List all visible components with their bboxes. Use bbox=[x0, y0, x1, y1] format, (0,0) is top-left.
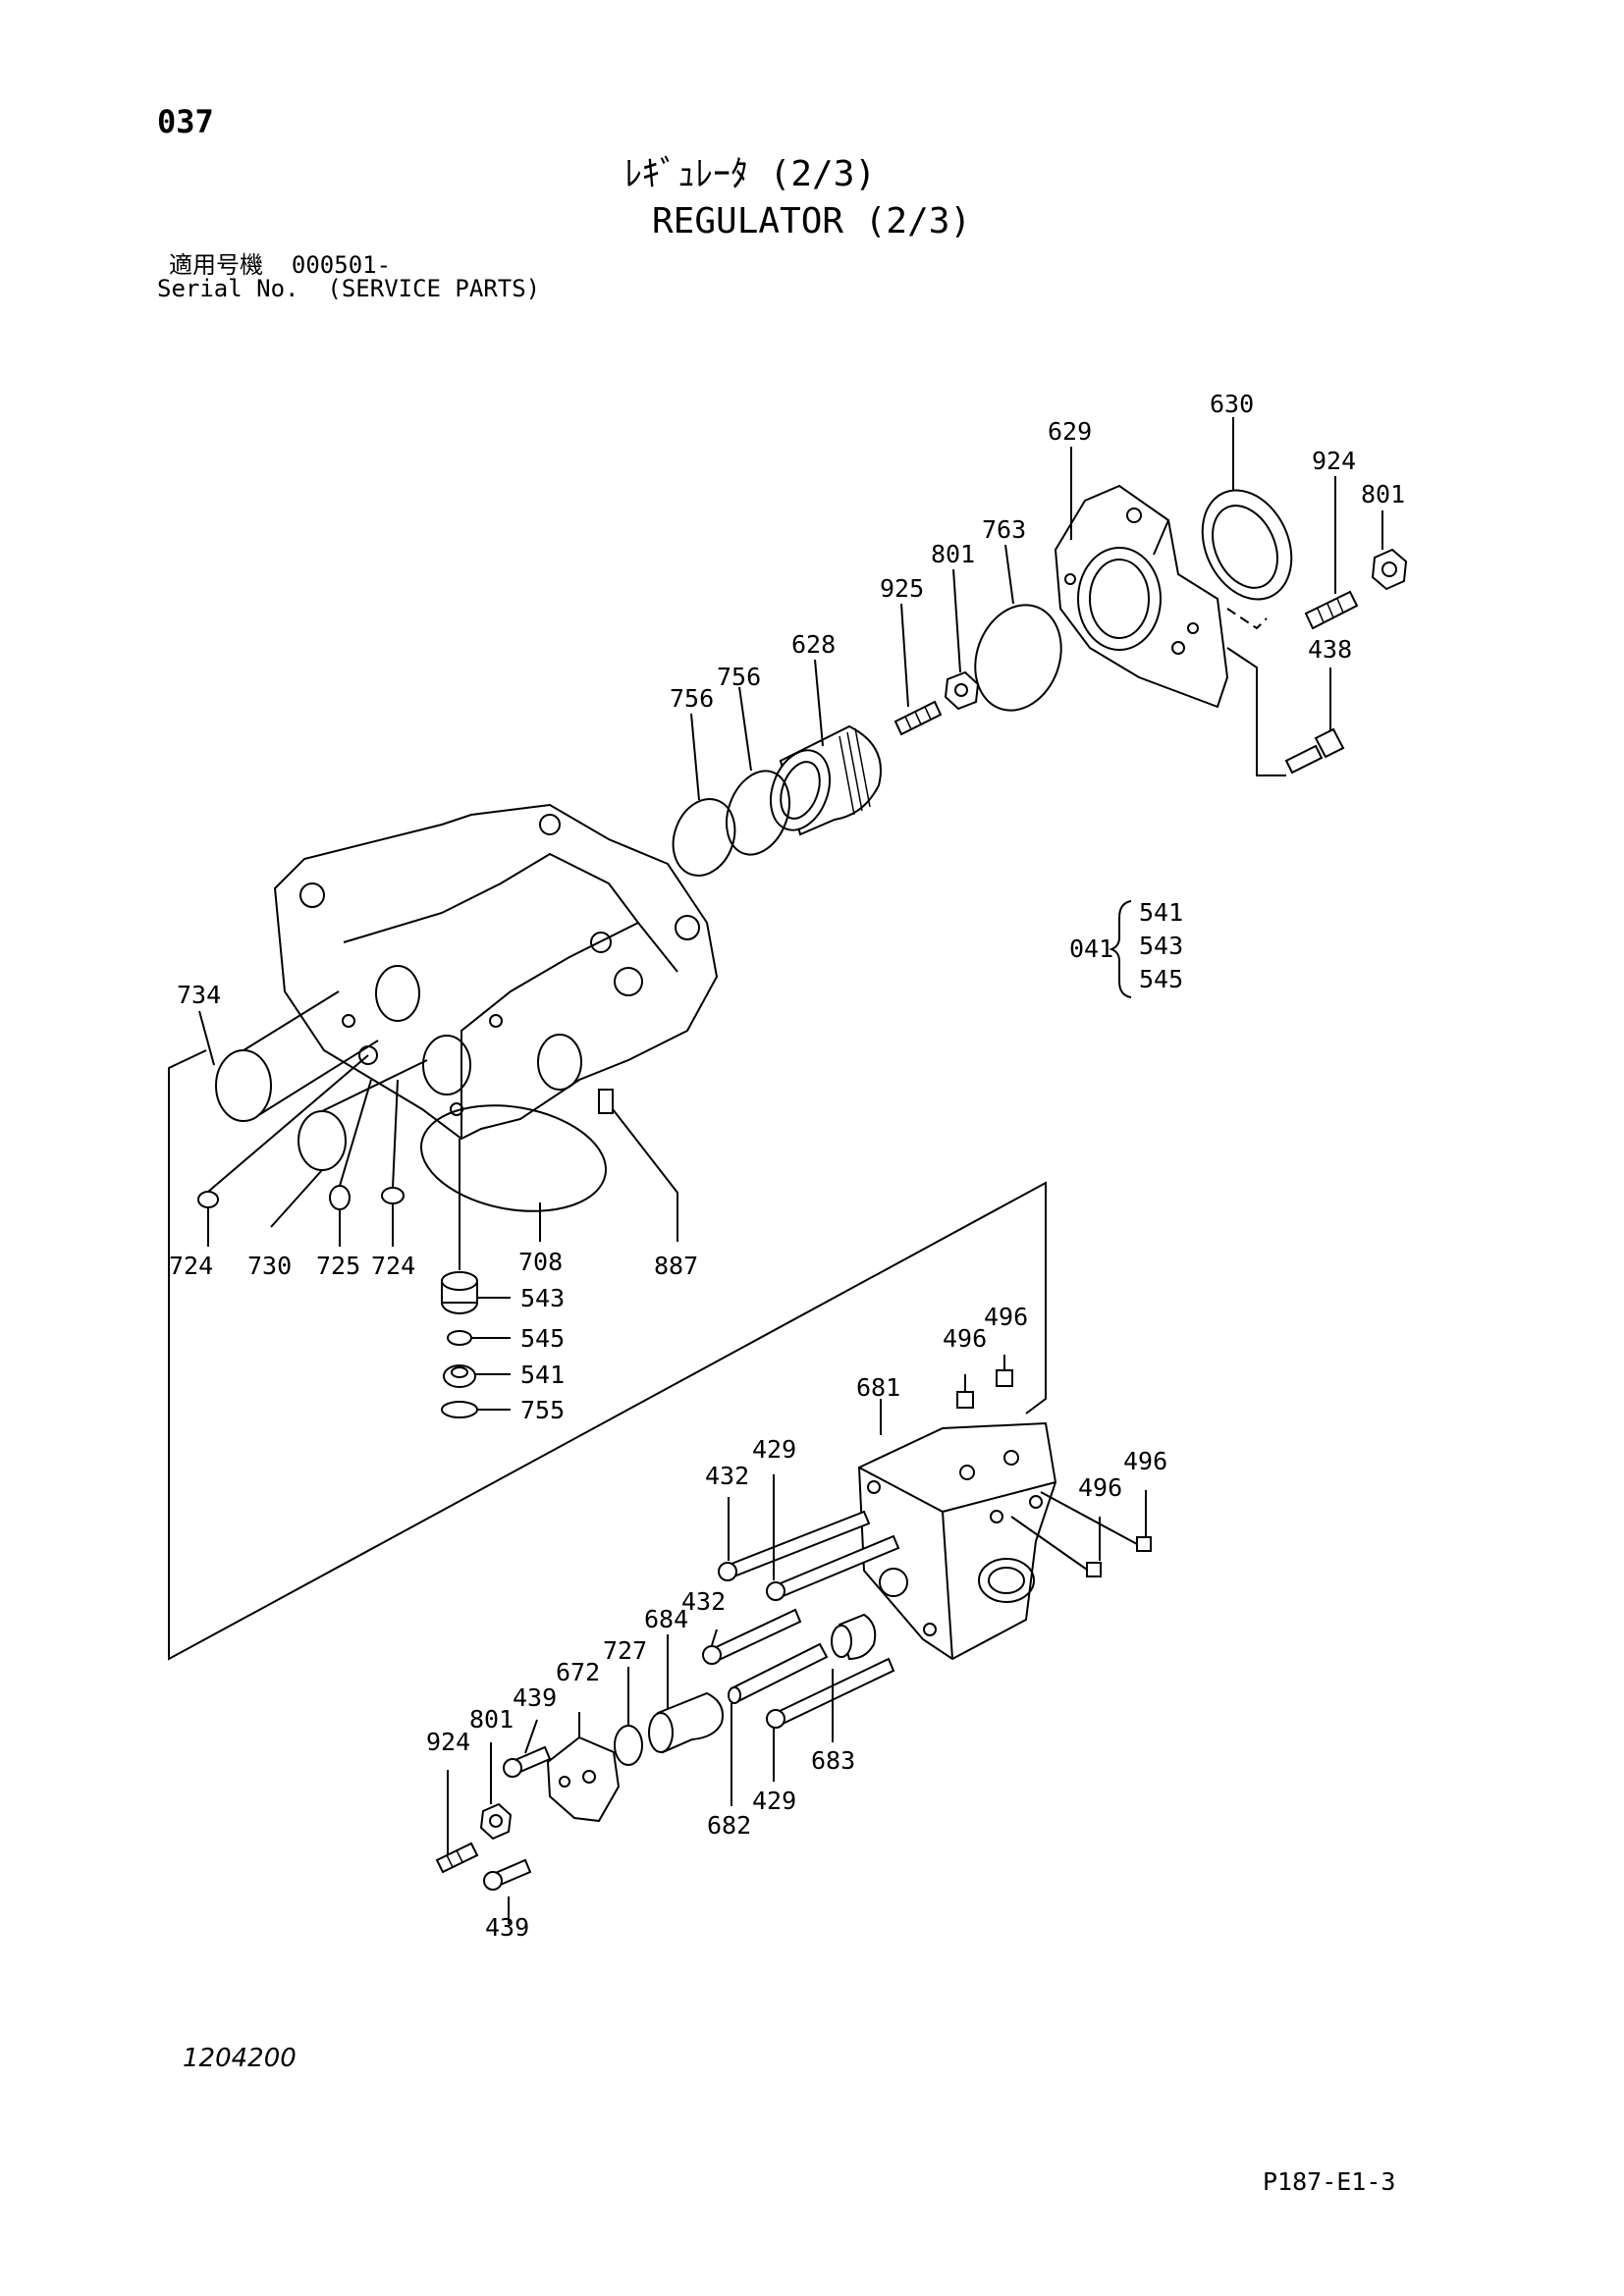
group-item-541: 541 bbox=[1139, 898, 1183, 927]
callout-708: 708 bbox=[518, 1248, 563, 1276]
oring-755-drawing bbox=[441, 1401, 478, 1418]
block-681-drawing bbox=[857, 1421, 1057, 1661]
callout-730: 730 bbox=[247, 1252, 292, 1280]
serial-label-english: Serial No. (SERVICE PARTS) bbox=[157, 275, 541, 302]
callout-763: 763 bbox=[982, 515, 1026, 544]
callout-496: 496 bbox=[984, 1303, 1028, 1331]
title-english: REGULATOR (2/3) bbox=[652, 201, 972, 241]
callout-496: 496 bbox=[1123, 1447, 1167, 1475]
callout-924: 924 bbox=[1312, 447, 1356, 475]
group-item-545: 545 bbox=[1139, 965, 1183, 993]
callout-801: 801 bbox=[1361, 480, 1405, 508]
callout-438: 438 bbox=[1308, 635, 1352, 664]
ring-756-a-drawing bbox=[672, 798, 736, 877]
oring-734-drawing bbox=[215, 1049, 272, 1122]
callout-683: 683 bbox=[811, 1746, 855, 1775]
callout-439: 439 bbox=[513, 1683, 557, 1712]
callout-672: 672 bbox=[556, 1658, 600, 1686]
callout-925: 925 bbox=[880, 574, 924, 603]
piston-684-drawing bbox=[648, 1691, 724, 1754]
serial-label-japanese: 適用号機 000501- bbox=[169, 251, 392, 279]
callout-496: 496 bbox=[1078, 1473, 1122, 1502]
nut-801-low-drawing bbox=[479, 1802, 513, 1841]
plug-496-b-drawing bbox=[996, 1369, 1013, 1387]
bolt-438-drawing bbox=[1284, 727, 1345, 774]
group-041-bracket: 041 541 543 545 bbox=[1069, 898, 1183, 998]
seal-ring-708-drawing bbox=[420, 1104, 607, 1212]
piston-head-drawing bbox=[831, 1613, 877, 1661]
bolt-429-a-drawing bbox=[766, 1534, 900, 1601]
callout-543: 543 bbox=[520, 1284, 565, 1312]
oring-727-drawing bbox=[614, 1725, 643, 1766]
callout-724: 724 bbox=[371, 1252, 415, 1280]
plug-541-drawing bbox=[443, 1364, 476, 1388]
callout-545: 545 bbox=[520, 1324, 565, 1353]
screw-924-low-drawing bbox=[435, 1842, 479, 1874]
callout-887: 887 bbox=[654, 1252, 698, 1280]
callout-924: 924 bbox=[426, 1728, 470, 1756]
callout-496: 496 bbox=[943, 1324, 987, 1353]
plug-543-drawing bbox=[441, 1271, 478, 1314]
group-item-543: 543 bbox=[1139, 932, 1183, 960]
bolt-683-drawing bbox=[766, 1657, 895, 1729]
page-number: 037 bbox=[157, 103, 214, 140]
main-housing-drawing bbox=[273, 803, 719, 1141]
callout-541: 541 bbox=[520, 1361, 565, 1389]
plug-496-d-drawing bbox=[1086, 1562, 1102, 1577]
screw-925-drawing bbox=[893, 700, 943, 736]
callout-432: 432 bbox=[705, 1462, 749, 1490]
callout-755: 755 bbox=[520, 1396, 565, 1424]
cover-629-drawing bbox=[1054, 484, 1229, 709]
title-japanese: ﾚｷﾞｭﾚｰﾀ (2/3) bbox=[624, 154, 877, 194]
oring-545-drawing bbox=[447, 1330, 472, 1346]
callout-429: 429 bbox=[752, 1787, 796, 1815]
callout-725: 725 bbox=[316, 1252, 360, 1280]
oring-724-a-drawing bbox=[197, 1191, 219, 1208]
callout-734: 734 bbox=[177, 981, 221, 1009]
bolt-432-b-drawing bbox=[702, 1608, 802, 1665]
nut-630-drawing bbox=[1201, 489, 1293, 601]
callout-724: 724 bbox=[169, 1252, 213, 1280]
spool-682-drawing bbox=[728, 1642, 829, 1704]
callout-labels: 630 629 924 801 763 801 925 438 628 756 … bbox=[169, 390, 1405, 1942]
callout-682: 682 bbox=[707, 1811, 751, 1840]
screw-924-top-drawing bbox=[1304, 590, 1359, 630]
nut-801-top-drawing bbox=[1371, 548, 1408, 591]
callout-727: 727 bbox=[603, 1636, 647, 1665]
callout-439: 439 bbox=[485, 1913, 529, 1942]
callout-684: 684 bbox=[644, 1605, 688, 1633]
cover-672-drawing bbox=[546, 1735, 621, 1823]
nut-801-mid-drawing bbox=[944, 670, 980, 711]
bolt-439-b-drawing bbox=[483, 1858, 532, 1891]
callout-756: 756 bbox=[717, 663, 761, 691]
plug-496-a-drawing bbox=[956, 1391, 974, 1409]
sleeve-628-drawing bbox=[770, 724, 882, 836]
plug-496-c-drawing bbox=[1136, 1536, 1152, 1552]
drawing-number: 1204200 bbox=[183, 2044, 297, 2073]
callout-756: 756 bbox=[670, 684, 714, 713]
oring-724-b-drawing bbox=[381, 1187, 405, 1204]
pin-887-drawing bbox=[598, 1089, 614, 1114]
group-label: 041 bbox=[1069, 934, 1113, 963]
callout-801: 801 bbox=[469, 1705, 514, 1734]
callout-629: 629 bbox=[1048, 417, 1092, 446]
callout-801: 801 bbox=[931, 540, 975, 568]
callout-628: 628 bbox=[791, 630, 836, 659]
oring-725-drawing bbox=[329, 1185, 351, 1210]
ring-756-b-drawing bbox=[726, 770, 790, 856]
bolt-439-a-drawing bbox=[503, 1745, 552, 1778]
ring-763-drawing bbox=[974, 604, 1062, 712]
bolt-432-a-drawing bbox=[718, 1510, 871, 1581]
callout-429: 429 bbox=[752, 1435, 796, 1464]
page-reference: P187-E1-3 bbox=[1263, 2167, 1396, 2196]
leader-lines bbox=[198, 417, 1383, 1924]
callout-630: 630 bbox=[1210, 390, 1254, 418]
oring-730-drawing bbox=[298, 1110, 347, 1171]
callout-432: 432 bbox=[681, 1587, 726, 1616]
callout-681: 681 bbox=[856, 1373, 900, 1402]
